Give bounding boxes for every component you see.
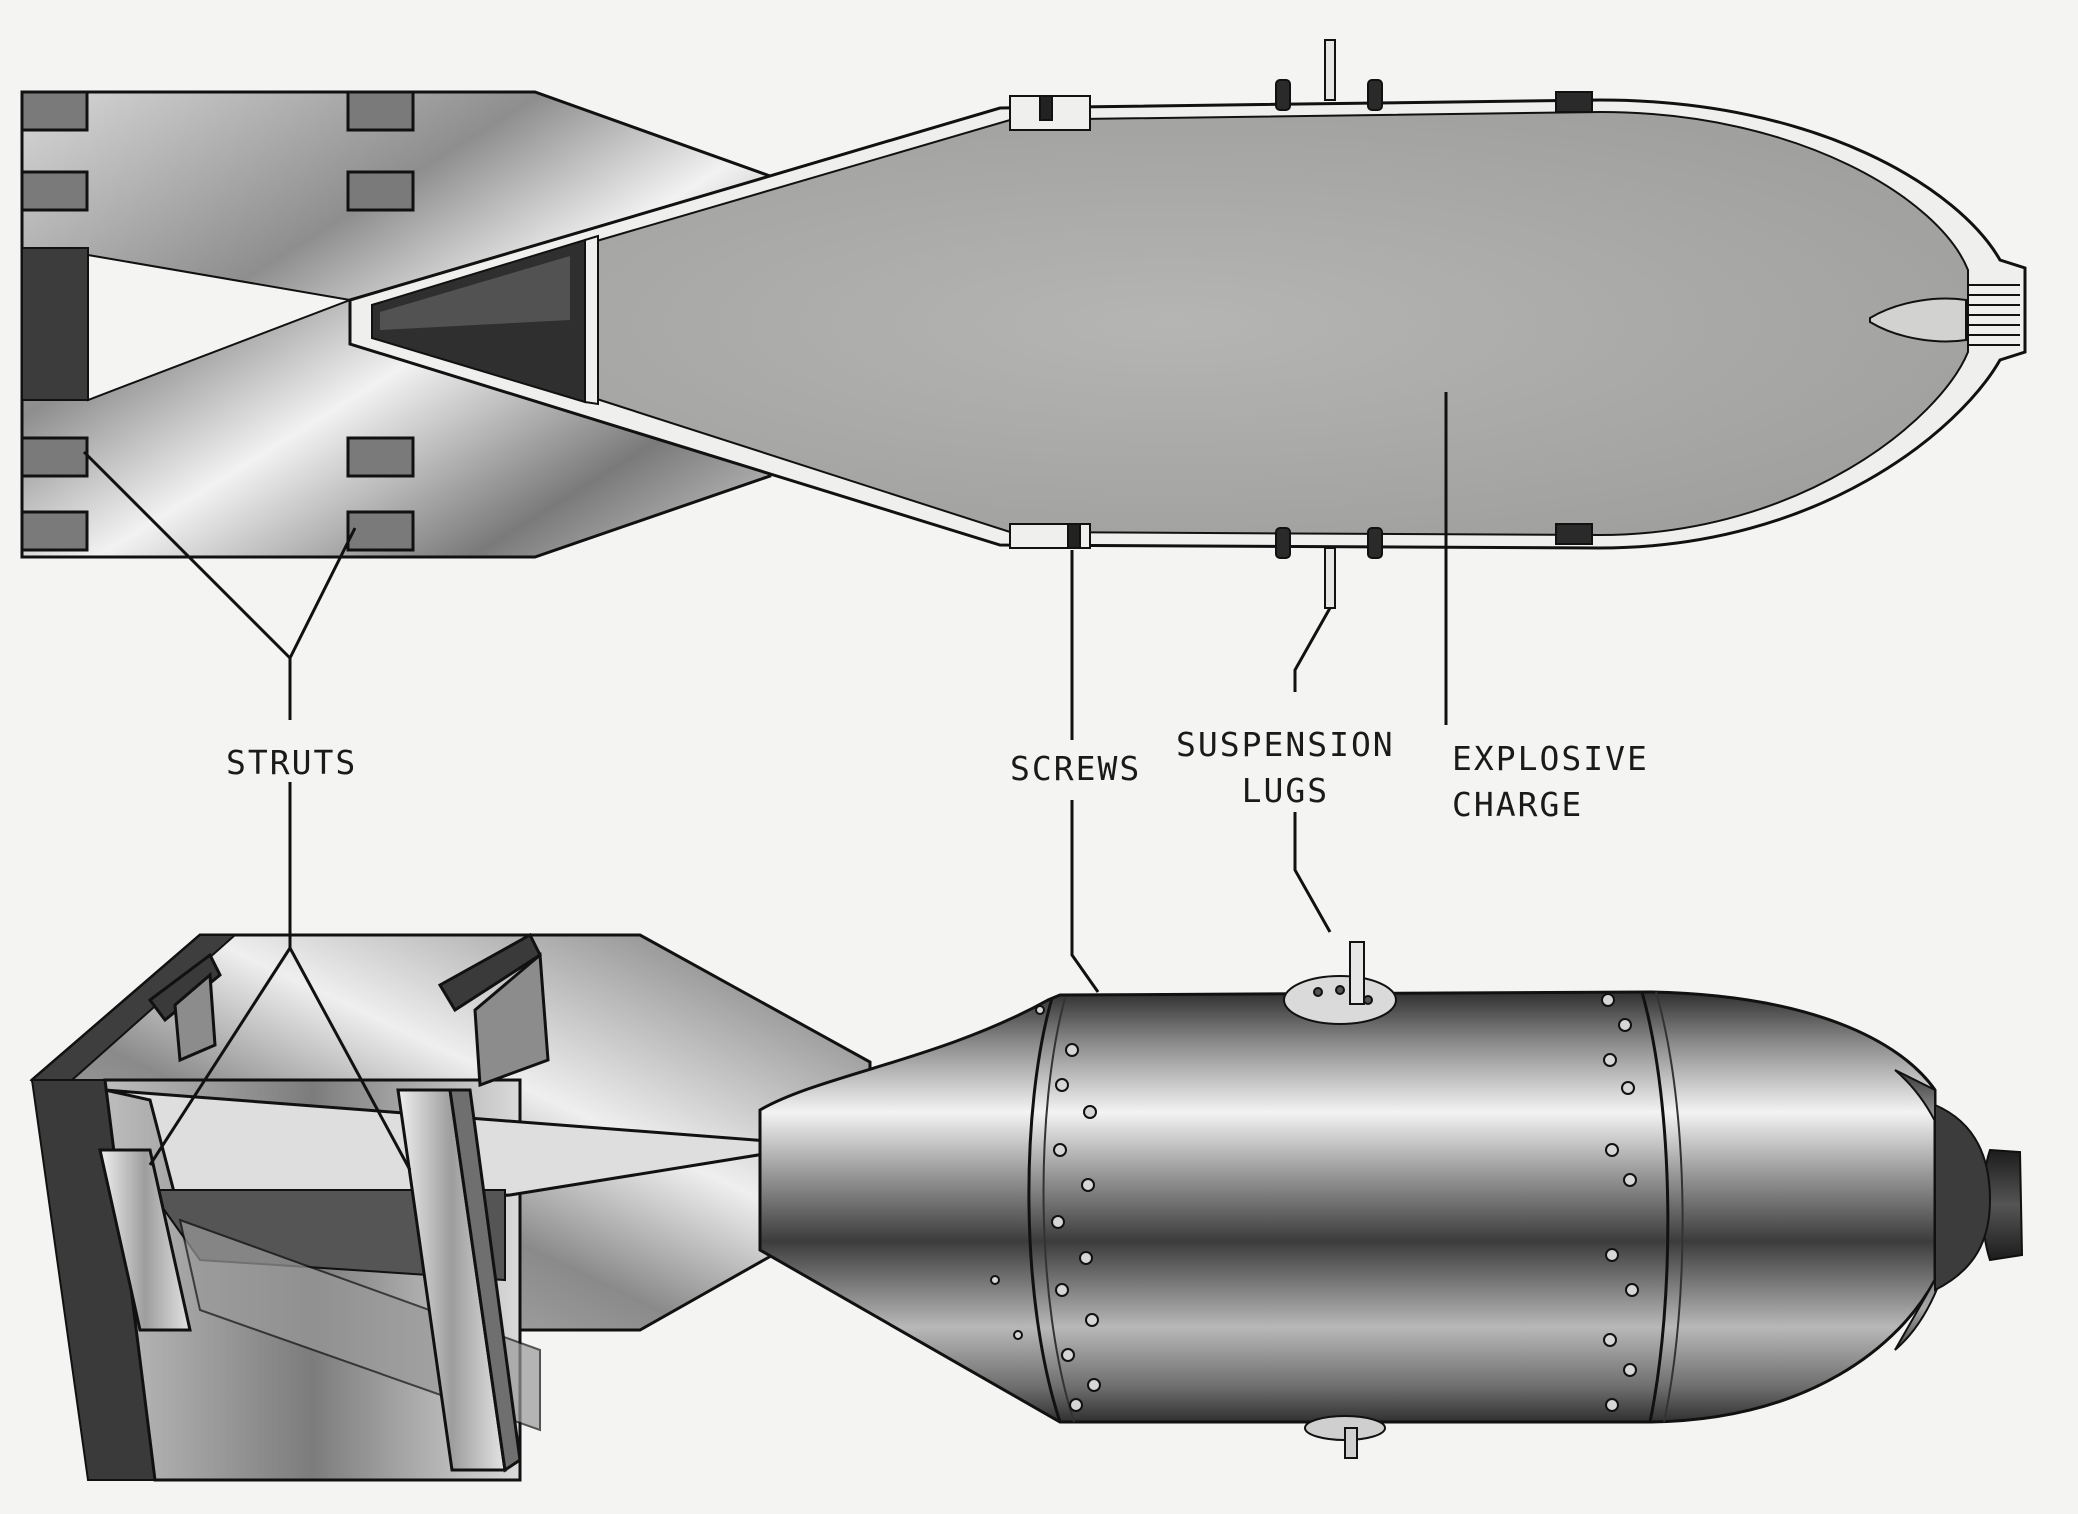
- leader-lines-top: [82, 392, 1448, 740]
- leader-lines-bottom: [148, 782, 1332, 1171]
- struts-exterior: [98, 932, 550, 1473]
- label-explosive-charge: EXPLOSIVE CHARGE: [1452, 736, 1649, 828]
- label-struts: STRUTS: [226, 743, 358, 782]
- bomb-shell-section: [348, 39, 2027, 609]
- suspension-lug-exterior: [1283, 941, 1397, 1459]
- label-suspension-lugs-line1: SUSPENSION: [1176, 725, 1395, 764]
- nose-fuze: [1869, 297, 1967, 343]
- label-suspension-lugs-line2: LUGS: [1241, 771, 1330, 810]
- label-screws: SCREWS: [1010, 749, 1142, 788]
- screw-heads: [990, 993, 1639, 1412]
- label-suspension-lugs: SUSPENSION LUGS: [1176, 722, 1395, 814]
- exterior-view: [29, 782, 2024, 1482]
- bomb-body-exterior: [758, 941, 2024, 1459]
- label-explosive-charge-line2: CHARGE: [1452, 785, 1584, 824]
- screws-section: [1009, 95, 1091, 549]
- label-explosive-charge-line1: EXPLOSIVE: [1452, 739, 1649, 778]
- cross-section-view: [20, 39, 2027, 740]
- strut-slots: [20, 90, 415, 552]
- explosive-charge-fill: [371, 110, 1969, 537]
